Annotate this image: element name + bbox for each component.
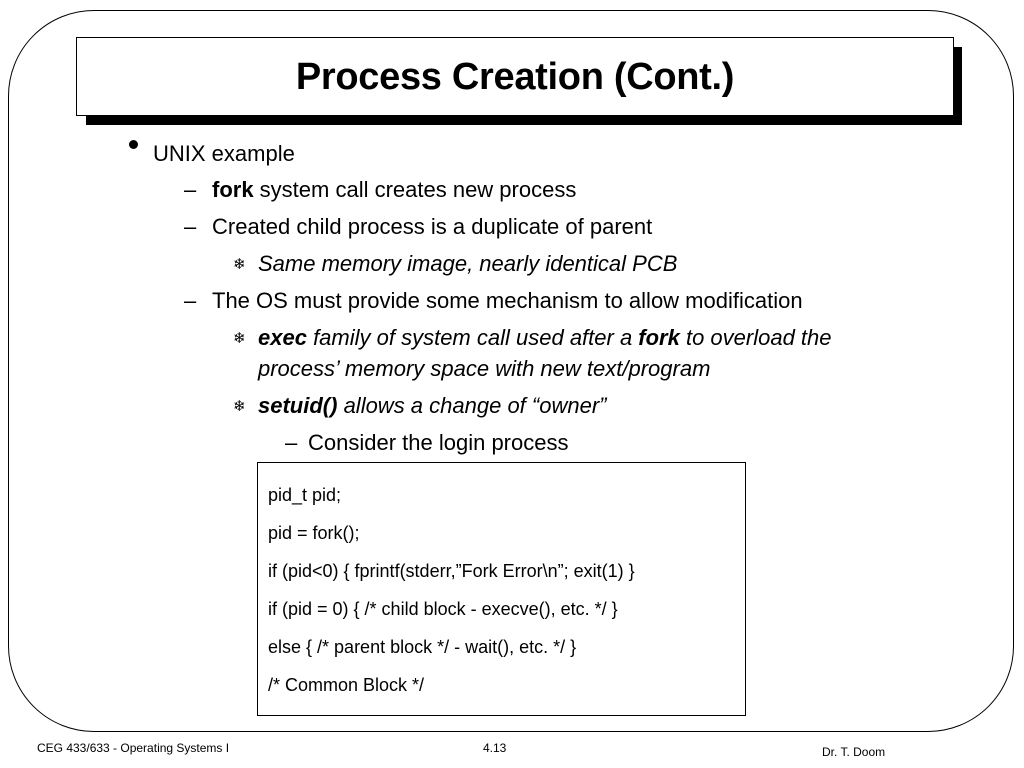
bullet-created-child: Created child process is a duplicate of …	[212, 214, 653, 239]
code-line: pid_t pid;	[268, 485, 342, 505]
bullet-exec-line2: process’ memory space with new text/prog…	[258, 356, 711, 381]
snowflake-icon: ❄	[233, 330, 246, 347]
bullet-dot-icon	[129, 140, 138, 149]
slide-frame	[8, 10, 1014, 732]
bullet-consider-login: Consider the login process	[308, 430, 569, 455]
snowflake-icon: ❄	[233, 256, 246, 273]
exec-keyword: exec	[258, 325, 307, 350]
code-line: else { /* parent block */ - wait(), etc.…	[268, 637, 577, 657]
bullet-exec: exec family of system call used after a …	[258, 325, 832, 351]
code-line: /* Common Block */	[268, 675, 425, 695]
bullet-unix-example: UNIX example	[153, 141, 295, 166]
dash-icon: –	[184, 177, 197, 202]
exec-description-end: to overload the	[679, 325, 832, 350]
setuid-keyword: setuid()	[258, 393, 338, 418]
bullet-os-must: The OS must provide some mechanism to al…	[212, 288, 803, 313]
fork-keyword: fork	[212, 177, 254, 202]
footer-author: Dr. T. Doom	[822, 745, 886, 759]
bullet-fork: fork system call creates new process	[212, 177, 576, 203]
bullet-same-memory: Same memory image, nearly identical PCB	[258, 251, 678, 276]
exec-fork-keyword: fork	[638, 325, 680, 350]
footer-page-number: 4.13	[483, 741, 507, 755]
dash-icon: –	[285, 430, 298, 455]
page-title: Process Creation (Cont.)	[295, 56, 735, 98]
fork-description: system call creates new process	[253, 177, 577, 202]
exec-description: family of system call used after a	[306, 325, 639, 350]
snowflake-icon: ❄	[233, 398, 246, 415]
title-box: Process Creation (Cont.)	[76, 37, 954, 116]
dash-icon: –	[184, 288, 197, 313]
code-block: pid_t pid; pid = fork(); if (pid<0) { fp…	[257, 462, 746, 716]
code-line: if (pid = 0) { /* child block - execve()…	[268, 599, 618, 619]
bullet-setuid: setuid() allows a change of “owner”	[258, 393, 606, 419]
dash-icon: –	[184, 214, 197, 239]
footer-course: CEG 433/633 - Operating Systems I	[37, 741, 230, 755]
code-line: pid = fork();	[268, 523, 360, 543]
code-line: if (pid<0) { fprintf(stderr,”Fork Error\…	[268, 561, 635, 581]
setuid-description: allows a change of “owner”	[337, 393, 607, 418]
